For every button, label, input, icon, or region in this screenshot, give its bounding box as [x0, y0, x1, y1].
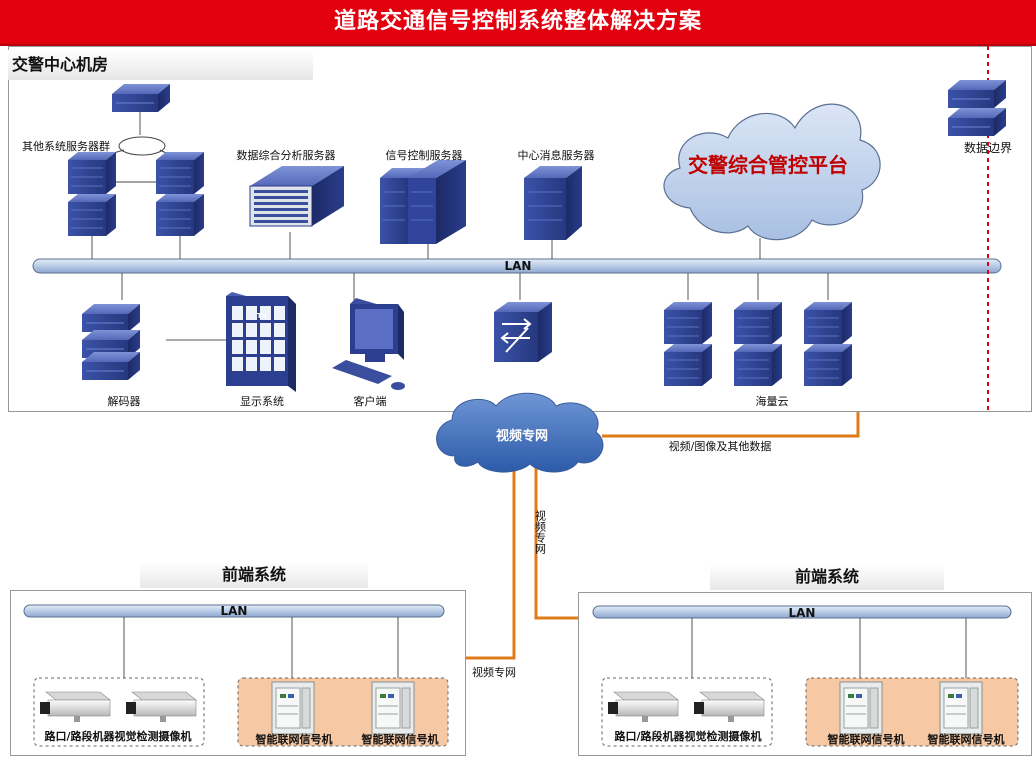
- other-servers-label: 其他系统服务器群: [22, 139, 110, 153]
- signal-server-label: 信号控制服务器: [386, 148, 463, 162]
- link-right-front: [534, 460, 578, 620]
- video-data-label: 视频/图像及其他数据: [669, 439, 772, 453]
- front-right-signal-1-label: 智能联网信号机: [828, 732, 905, 746]
- platform-cloud: [663, 103, 881, 241]
- center-lan-bar: [32, 258, 1002, 274]
- link-left-front: [466, 460, 516, 660]
- switch-icon: [494, 302, 552, 362]
- front-left-signal-2-label: 智能联网信号机: [362, 732, 439, 746]
- front-right-signal-2-icon: [939, 681, 983, 735]
- link-center-storage: [602, 412, 860, 438]
- front-left-signal-1-icon: [271, 681, 315, 735]
- platform-label: 交警综合管控平台: [688, 153, 848, 177]
- center-lan-label: LAN: [505, 259, 532, 273]
- video-net-label: 视频专网: [496, 428, 548, 444]
- vertical-net-label: 视频专网: [534, 509, 547, 555]
- front-left-signal-2-icon: [371, 681, 415, 735]
- front-left-signal-1-label: 智能联网信号机: [256, 732, 333, 746]
- front-right-signal-2-label: 智能联网信号机: [928, 732, 1005, 746]
- data-server-label: 数据综合分析服务器: [237, 148, 336, 162]
- room-label: 交警中心机房: [8, 50, 313, 80]
- data-analysis-server-icon: [249, 166, 344, 227]
- client-label: 客户端: [354, 394, 387, 408]
- signal-control-server-icon: [380, 160, 466, 244]
- data-border-label: 数据边界: [964, 140, 1012, 155]
- left-link-label: 视频专网: [472, 665, 516, 679]
- display-label: 显示系统: [240, 395, 284, 408]
- front-left-camera-label: 路口/路段机器视觉检测摄像机: [44, 729, 191, 743]
- client-pc-icon: [332, 298, 405, 390]
- tv-label: TV: [257, 312, 268, 320]
- video-net-cloud: [436, 392, 604, 473]
- other-servers-cluster: [67, 83, 205, 237]
- message-server-icon: [524, 166, 582, 240]
- front-right-signal-1-icon: [839, 681, 883, 735]
- cloud-storage-label: 海量云: [756, 394, 789, 408]
- front-right-title: 前端系统: [710, 564, 944, 590]
- front-left-title: 前端系统: [140, 562, 368, 588]
- decoder-label: 解码器: [108, 394, 141, 408]
- display-wall-icon: [226, 292, 296, 392]
- page-title: 道路交通信号控制系统整体解决方案: [0, 0, 1036, 46]
- front-left-lan-label: LAN: [221, 604, 248, 618]
- message-server-label: 中心消息服务器: [518, 148, 595, 162]
- front-right-camera-label: 路口/路段机器视觉检测摄像机: [614, 729, 761, 743]
- front-left-lan-bar: [23, 604, 445, 618]
- front-right-lan-label: LAN: [789, 606, 816, 620]
- front-right-lan-bar: [592, 605, 1012, 619]
